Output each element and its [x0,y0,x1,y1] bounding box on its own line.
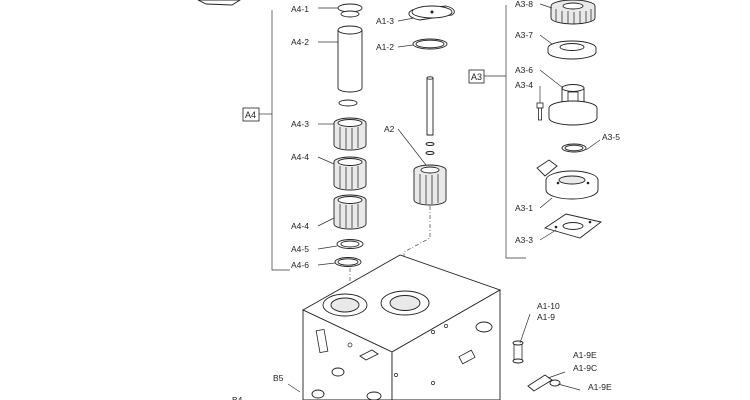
a2-assembly [397,5,455,302]
label-a3: A3 [471,72,482,82]
label-a3-3: A3-3 [515,235,533,245]
a4-callout-box [242,107,260,122]
label-b5: B5 [273,373,284,383]
part-a4-3 [333,117,367,151]
label-b4: B4 [232,395,243,400]
label-a4-4b: A4-4 [291,221,309,231]
label-a1-9c: A1-9C [573,363,597,373]
part-a1-3 [408,5,455,21]
part-a4-6 [334,257,362,267]
part-a4-5 [336,239,364,249]
label-a4-1: A4-1 [291,4,309,14]
label-a3-4: A3-4 [515,80,533,90]
part-a4-1 [337,3,363,18]
part-a2-filter [413,164,447,206]
part-a3-7 [547,40,597,60]
a3-callout-box [468,69,485,84]
tank-body [287,254,502,400]
part-a1-9e [527,374,553,392]
part-a4-2 [337,25,363,93]
label-a4-2: A4-2 [291,37,309,47]
label-a4: A4 [245,110,256,120]
part-a4-4-upper [333,156,367,191]
label-a1-10: A1-10 [537,301,560,311]
part-a2-rod [426,77,434,136]
label-a4-5: A4-5 [291,244,309,254]
label-a2: A2 [384,124,395,134]
a1-9-fittings [512,313,581,392]
part-a1-9c [549,379,561,387]
label-a3-5: A3-5 [602,132,620,142]
label-a1-9e-upper: A1-9E [573,350,597,360]
label-a1-9: A1-9 [537,312,555,322]
label-a3-7: A3-7 [515,30,533,40]
part-a3-6 [548,84,598,126]
label-a3-6: A3-6 [515,65,533,75]
a4-assembly [242,3,367,302]
part-a3-4 [536,102,544,121]
label-a1-9e-lower: A1-9E [588,382,612,392]
label-a4-3: A4-3 [291,119,309,129]
part-a3-3 [543,213,603,239]
a3-assembly [468,0,603,259]
part-a4-4-lower [333,194,367,230]
label-a3-8: A3-8 [515,0,533,9]
label-a4-4a: A4-4 [291,152,309,162]
label-a1-2: A1-2 [376,42,394,52]
label-a3-1: A3-1 [515,203,533,213]
part-a1-10 [513,342,523,362]
part-a3-1 [536,159,599,200]
part-a3-8 [550,0,596,25]
label-a1-3: A1-3 [376,16,394,26]
cropped-part-fragment [197,0,241,6]
label-a4-6: A4-6 [291,260,309,270]
part-small-ring [338,99,358,107]
